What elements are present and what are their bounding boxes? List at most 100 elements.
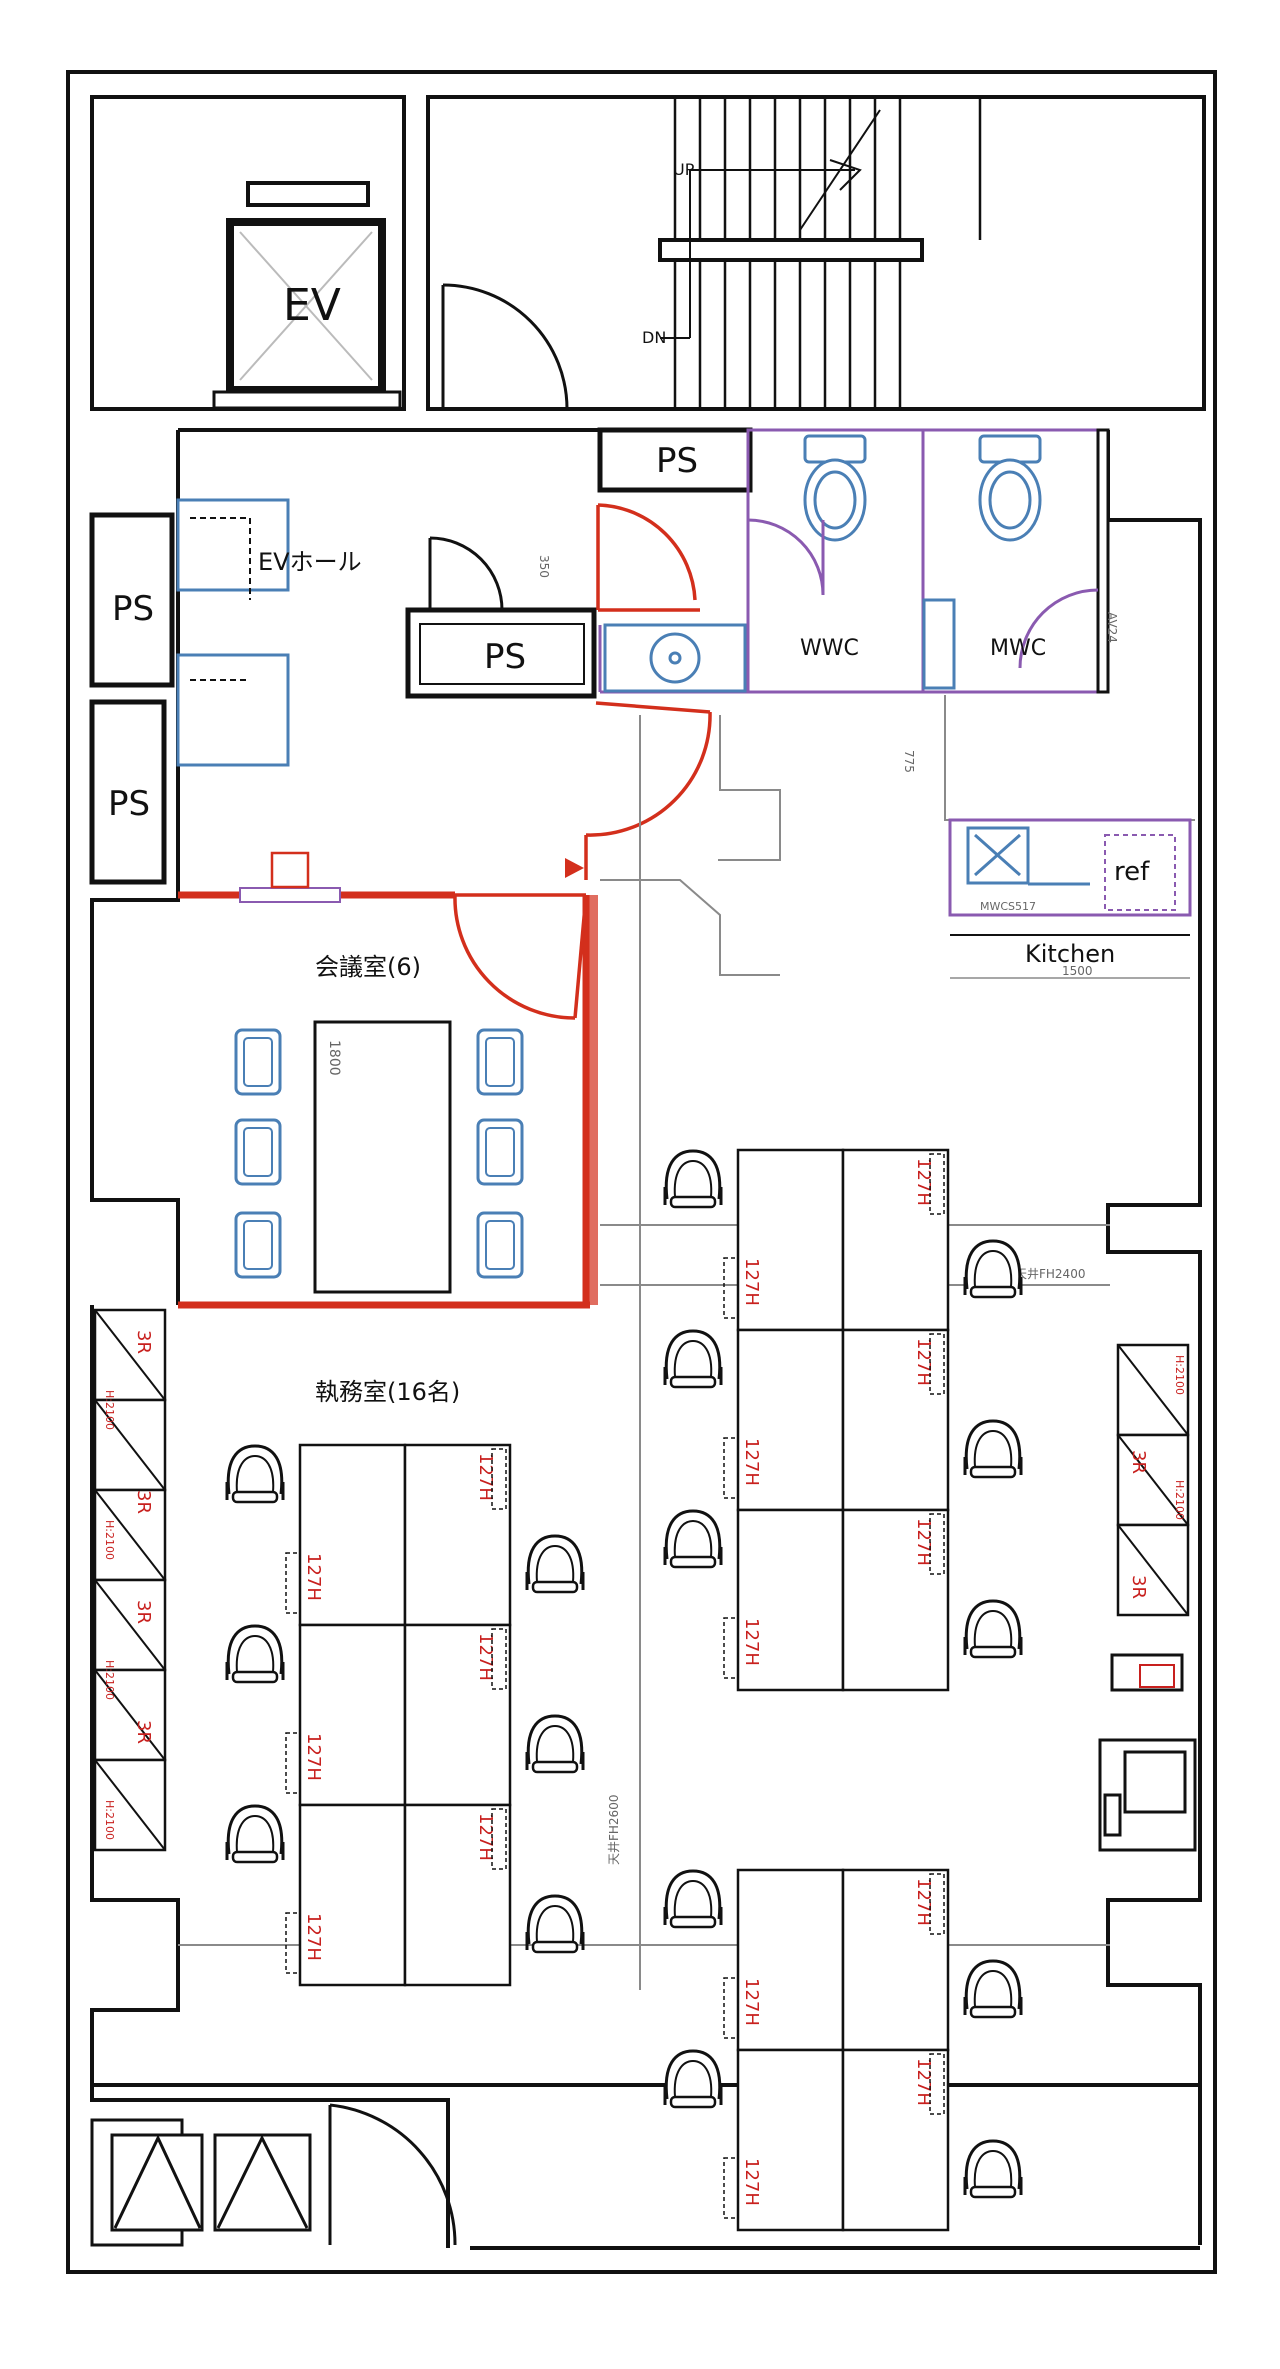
drawer [929, 1873, 945, 1935]
desk-label: 127H [913, 1878, 934, 1926]
desk [298, 1803, 407, 1987]
shelf-label: 3R [133, 1490, 154, 1514]
meeting-table-length: 1800 [326, 1040, 342, 1076]
dim-label-2: 775 [902, 750, 916, 773]
chair-icon [525, 1714, 585, 1774]
kitchen-width-label: 1500 [1062, 964, 1093, 978]
drawer [491, 1448, 507, 1510]
shelf-label: 3R [133, 1720, 154, 1744]
kitchen-label: Kitchen [1025, 940, 1115, 968]
meeting-room-label: 会議室(6) [315, 953, 421, 981]
desk-clusters: 127H 127H 127H 127H 127H 127H 127H 127H 127H 127H… [225, 1148, 1023, 2232]
drawer [285, 1912, 301, 1974]
shelf-label: 3R [133, 1600, 154, 1624]
shelf-height-label: H:2100 [103, 1390, 116, 1430]
toilet-icon [978, 434, 1042, 542]
ps-box-1 [89, 512, 175, 688]
sink-icon [922, 598, 956, 690]
ps-label-4: PS [656, 441, 698, 481]
ps-box-4 [597, 427, 753, 493]
drawer [929, 1153, 945, 1215]
drawer [929, 1333, 945, 1395]
refrigerator-icon [1104, 834, 1176, 911]
door-swing-icon [428, 536, 504, 611]
sink-icon [603, 623, 747, 693]
desk-label: 127H [475, 1633, 496, 1681]
ceiling-height-label-1: 天井FH2400 [1015, 1267, 1085, 1281]
desk-label: 127H [913, 2058, 934, 2106]
shelf-height-label: H:2100 [103, 1660, 116, 1700]
chair-icon [963, 1599, 1023, 1659]
desk-label: 127H [741, 1618, 762, 1666]
meeting-table [313, 1020, 452, 1294]
drawer [723, 1257, 739, 1319]
printer-icon [1098, 1653, 1197, 1852]
chair-icon [225, 1624, 285, 1684]
chair-icon [663, 1869, 723, 1929]
ev-hall-label: EVホール [258, 548, 362, 576]
desk-label: 127H [741, 1258, 762, 1306]
office-label: 執務室(16名) [315, 1378, 460, 1406]
chair-icon [525, 1534, 585, 1594]
drawer [491, 1628, 507, 1690]
chair-icon [663, 1329, 723, 1389]
stair-room [426, 95, 1206, 411]
stair-up-label: UP [673, 160, 695, 179]
stair-arrow-icon [660, 109, 881, 339]
drawer [285, 1732, 301, 1794]
ps-label-1: PS [112, 589, 154, 629]
chair-icon [225, 1804, 285, 1864]
chair-icon [663, 1149, 723, 1209]
desk-label: 127H [741, 1438, 762, 1486]
desk-label: 127H [303, 1733, 324, 1781]
shelf-label: 3R [133, 1330, 154, 1354]
desk-label: 127H [303, 1553, 324, 1601]
desk-label: 127H [741, 2158, 762, 2206]
door-swing-icon [328, 2103, 457, 2246]
dim-label-3: AV24 [1105, 612, 1119, 643]
ref-label: ref [1114, 857, 1150, 887]
chair-icon [225, 1444, 285, 1504]
ps-label-2: PS [108, 784, 150, 824]
shelf-height-label: H:2100 [1173, 1480, 1186, 1520]
floor-walls [90, 428, 1202, 2248]
ev-hall-seating [176, 498, 290, 767]
drawer [723, 1617, 739, 1679]
ceiling-height-label-2: 天井FH2600 [607, 1795, 621, 1865]
chair-icon [963, 1419, 1023, 1479]
desk-label: 127H [741, 1978, 762, 2026]
shelf-label: 3R [1128, 1575, 1149, 1599]
shelf-label: 3R [1128, 1450, 1149, 1474]
chair-icon [525, 1894, 585, 1954]
shelf-height-label: H:2100 [103, 1520, 116, 1560]
sink-icon [966, 826, 1030, 885]
elevator-icon [212, 218, 402, 410]
drawer [929, 1513, 945, 1575]
desk-label: 127H [913, 1158, 934, 1206]
shelf-height-label: H:2100 [1173, 1355, 1186, 1395]
drawer [723, 1437, 739, 1499]
ps-box-2 [89, 699, 167, 885]
elevator-label: EV [283, 280, 341, 331]
wwc-label: WWC [800, 636, 859, 661]
drawer [929, 2053, 945, 2115]
desk-label: 127H [475, 1813, 496, 1861]
stair-down-label: DN [642, 328, 666, 347]
door-swing-icon [441, 283, 569, 410]
sink-note-label: MWCS517 [980, 900, 1036, 913]
entrance-arrow-icon [565, 858, 584, 878]
desk-label: 127H [303, 1913, 324, 1961]
desk [298, 1623, 407, 1807]
drawer [285, 1552, 301, 1614]
door-swing-icon [453, 503, 712, 1020]
chair-icon [663, 1509, 723, 1569]
drawer [723, 2157, 739, 2219]
storage-area [90, 2118, 312, 2247]
desk [736, 1328, 845, 1512]
building-outline [66, 70, 1217, 2274]
desk [736, 1148, 845, 1332]
toilet-icon [803, 434, 867, 542]
chair-icon [963, 2139, 1023, 2199]
chair-icon [663, 2049, 723, 2109]
